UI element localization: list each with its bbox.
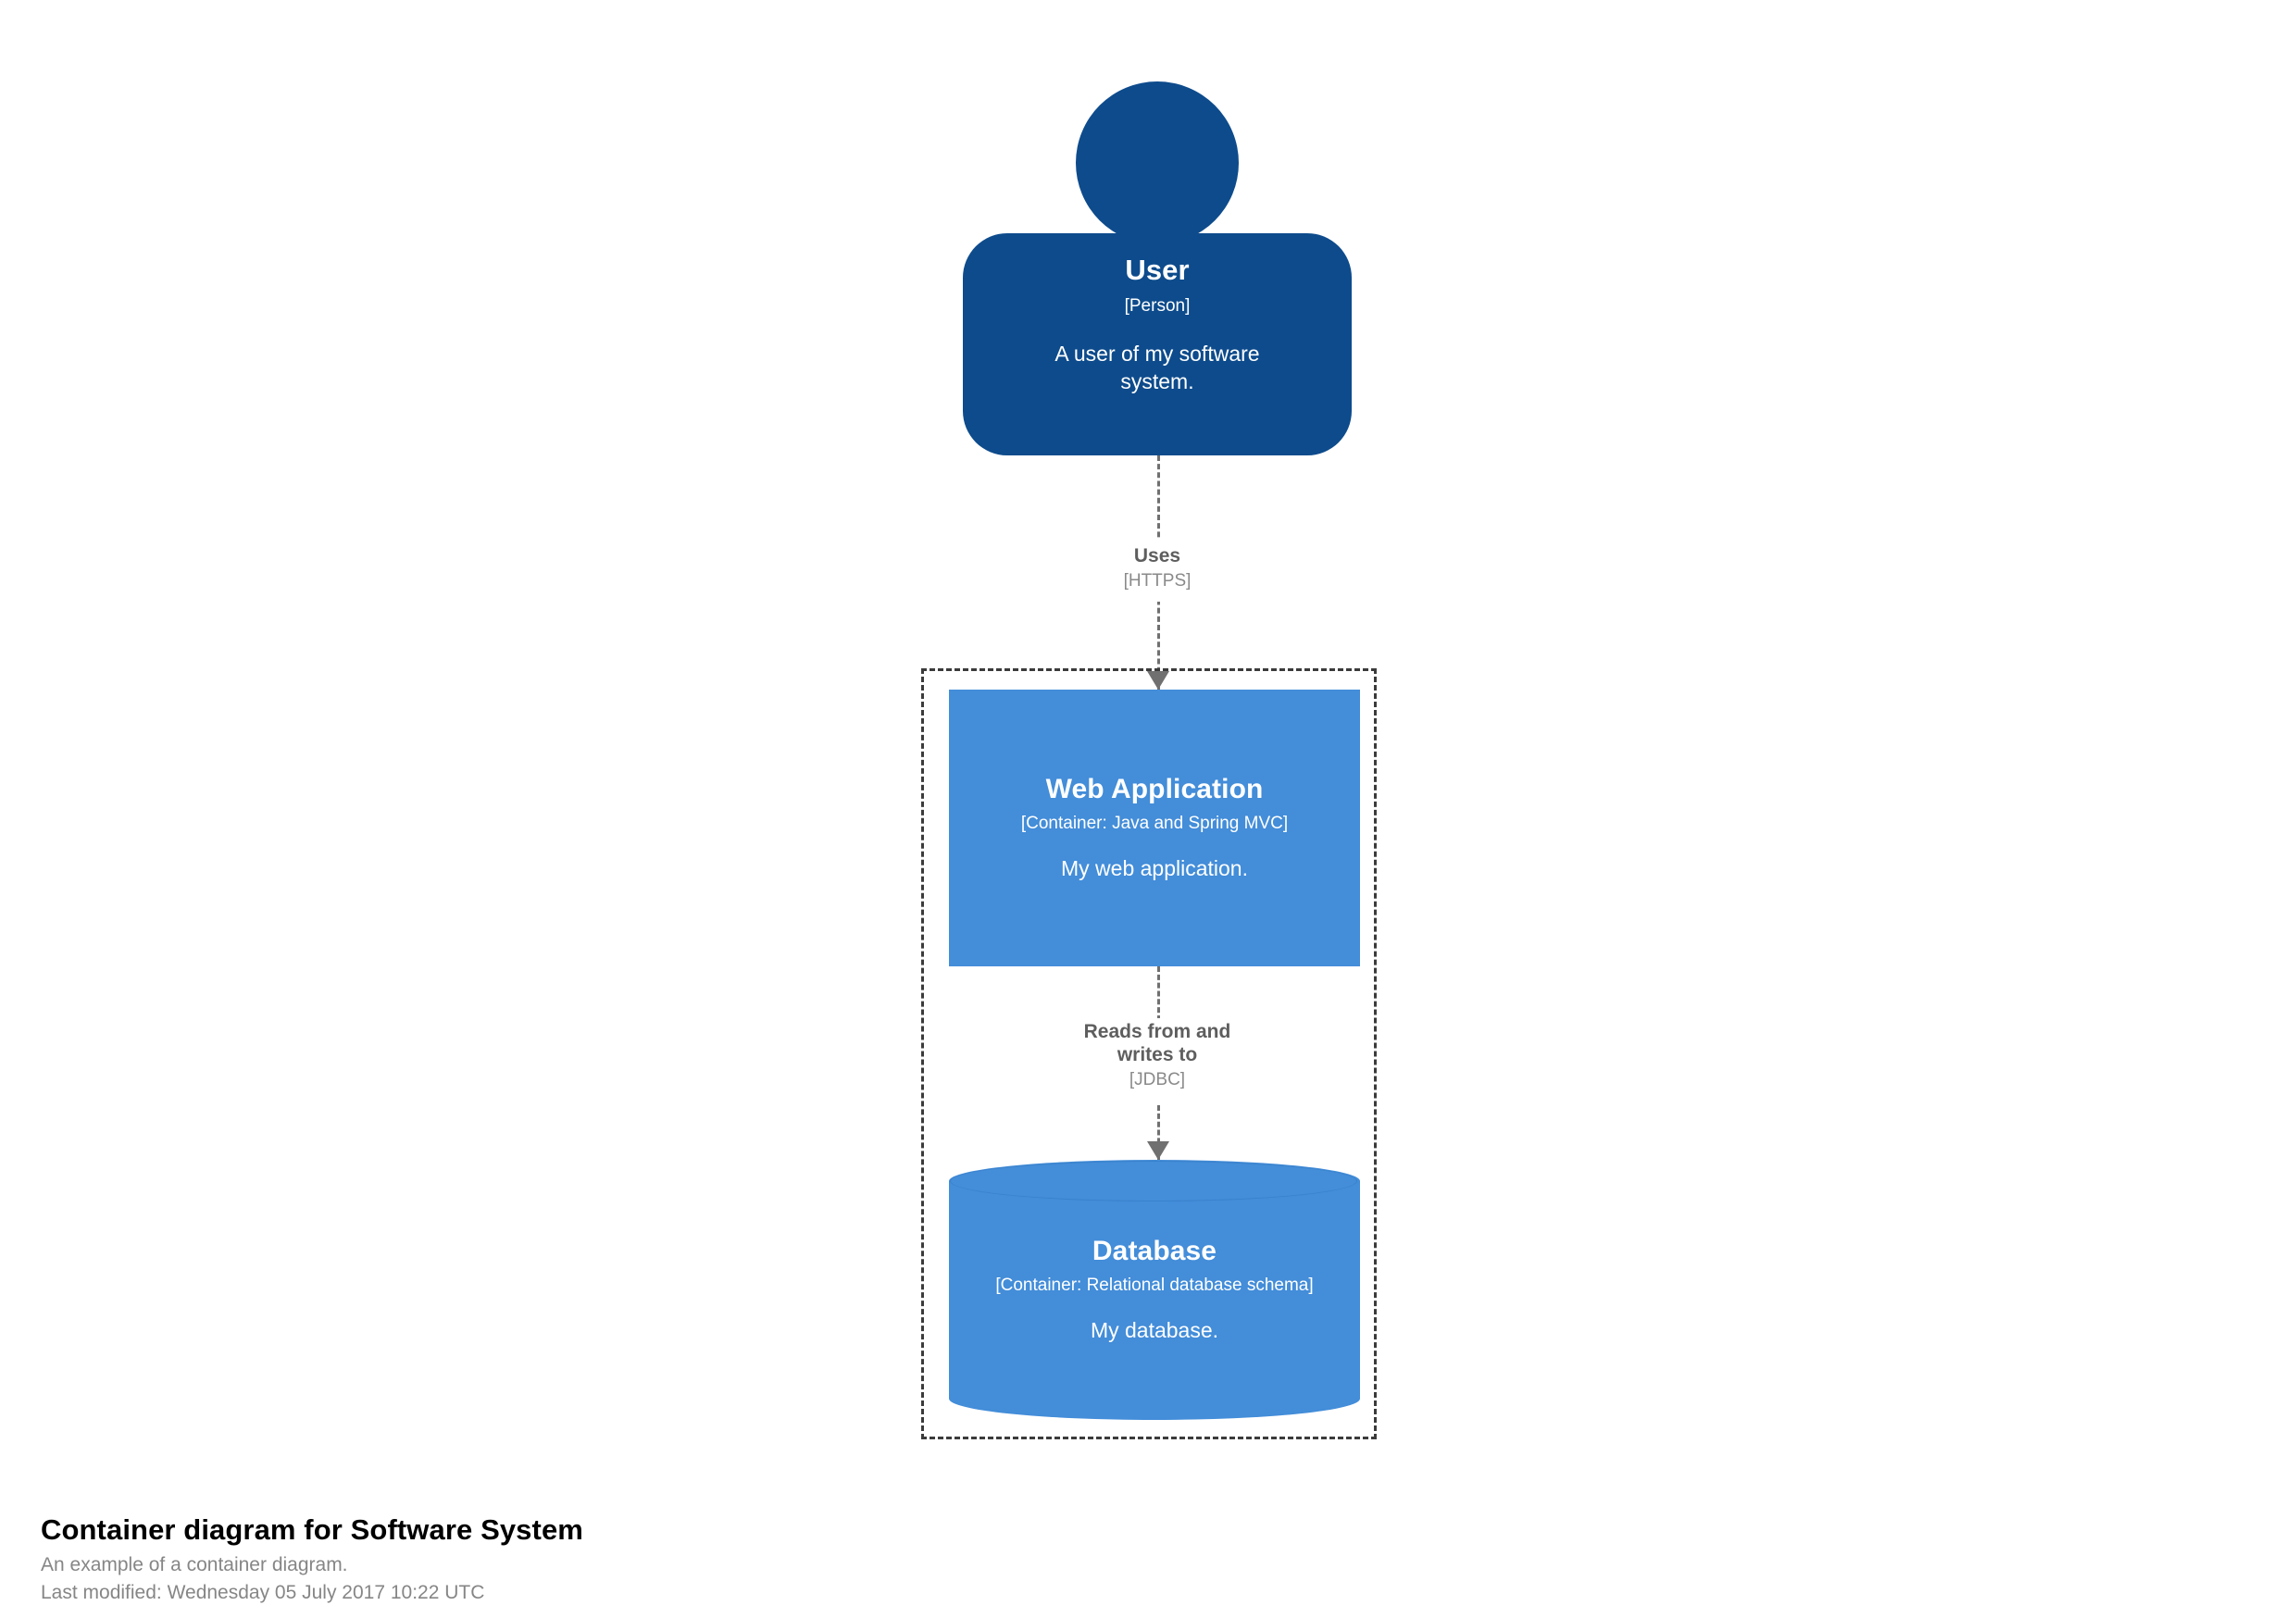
node-user-name: User <box>1125 254 1190 286</box>
relationship-description-line-1: Reads from and <box>1083 1021 1231 1042</box>
diagram-caption: Container diagram for Software System An… <box>41 1512 1152 1608</box>
relationship-description-line-2: writes to <box>1117 1044 1198 1066</box>
relationship-description: Uses <box>1133 545 1181 566</box>
node-user-description: A user of my software system. <box>1054 342 1260 393</box>
node-web-application[interactable]: Web Application [Container: Java and Spr… <box>949 690 1360 966</box>
relationship-technology: [JDBC] <box>1129 1070 1186 1090</box>
node-user-tech: [Person] <box>1124 295 1191 316</box>
relationship-technology: [HTTPS] <box>1123 571 1192 591</box>
caption-subtitle: An example of a container diagram. <box>41 1553 348 1575</box>
relationship-label-backdrop <box>1055 1018 1259 1105</box>
caption-last-modified: Last modified: Wednesday 05 July 2017 10… <box>41 1582 485 1604</box>
node-database[interactable]: Database [Container: Relational database… <box>949 1160 1360 1420</box>
node-user[interactable]: User [Person] A user of my software syst… <box>963 81 1352 455</box>
node-database-name: Database <box>1092 1235 1217 1266</box>
node-web-application-name: Web Application <box>1045 773 1264 804</box>
relationship-arrowhead-icon <box>1147 671 1169 690</box>
relationship-label-backdrop <box>1074 539 1241 602</box>
person-body-shape <box>963 233 1352 455</box>
caption-title: Container diagram for Software System <box>41 1513 583 1546</box>
relationship-label-reads-writes: Reads from and writes to [JDBC] <box>1046 1020 1268 1091</box>
relationship-label-uses: Uses [HTTPS] <box>1065 544 1250 592</box>
node-database-labels: Database [Container: Relational database… <box>949 1160 1360 1420</box>
node-database-tech: [Container: Relational database schema] <box>995 1276 1314 1296</box>
boundary-software-system <box>921 668 1377 1439</box>
node-web-application-description: My web application. <box>1061 855 1248 880</box>
person-head-icon <box>1076 81 1239 244</box>
relationship-arrowhead-icon <box>1147 1141 1169 1160</box>
node-web-application-tech: [Container: Java and Spring MVC] <box>1020 814 1289 834</box>
node-user-labels: User [Person] A user of my software syst… <box>963 233 1352 455</box>
cylinder-body-shape <box>949 1181 1360 1399</box>
cylinder-rim-line <box>950 1161 1357 1201</box>
node-database-description: My database. <box>1090 1317 1219 1342</box>
